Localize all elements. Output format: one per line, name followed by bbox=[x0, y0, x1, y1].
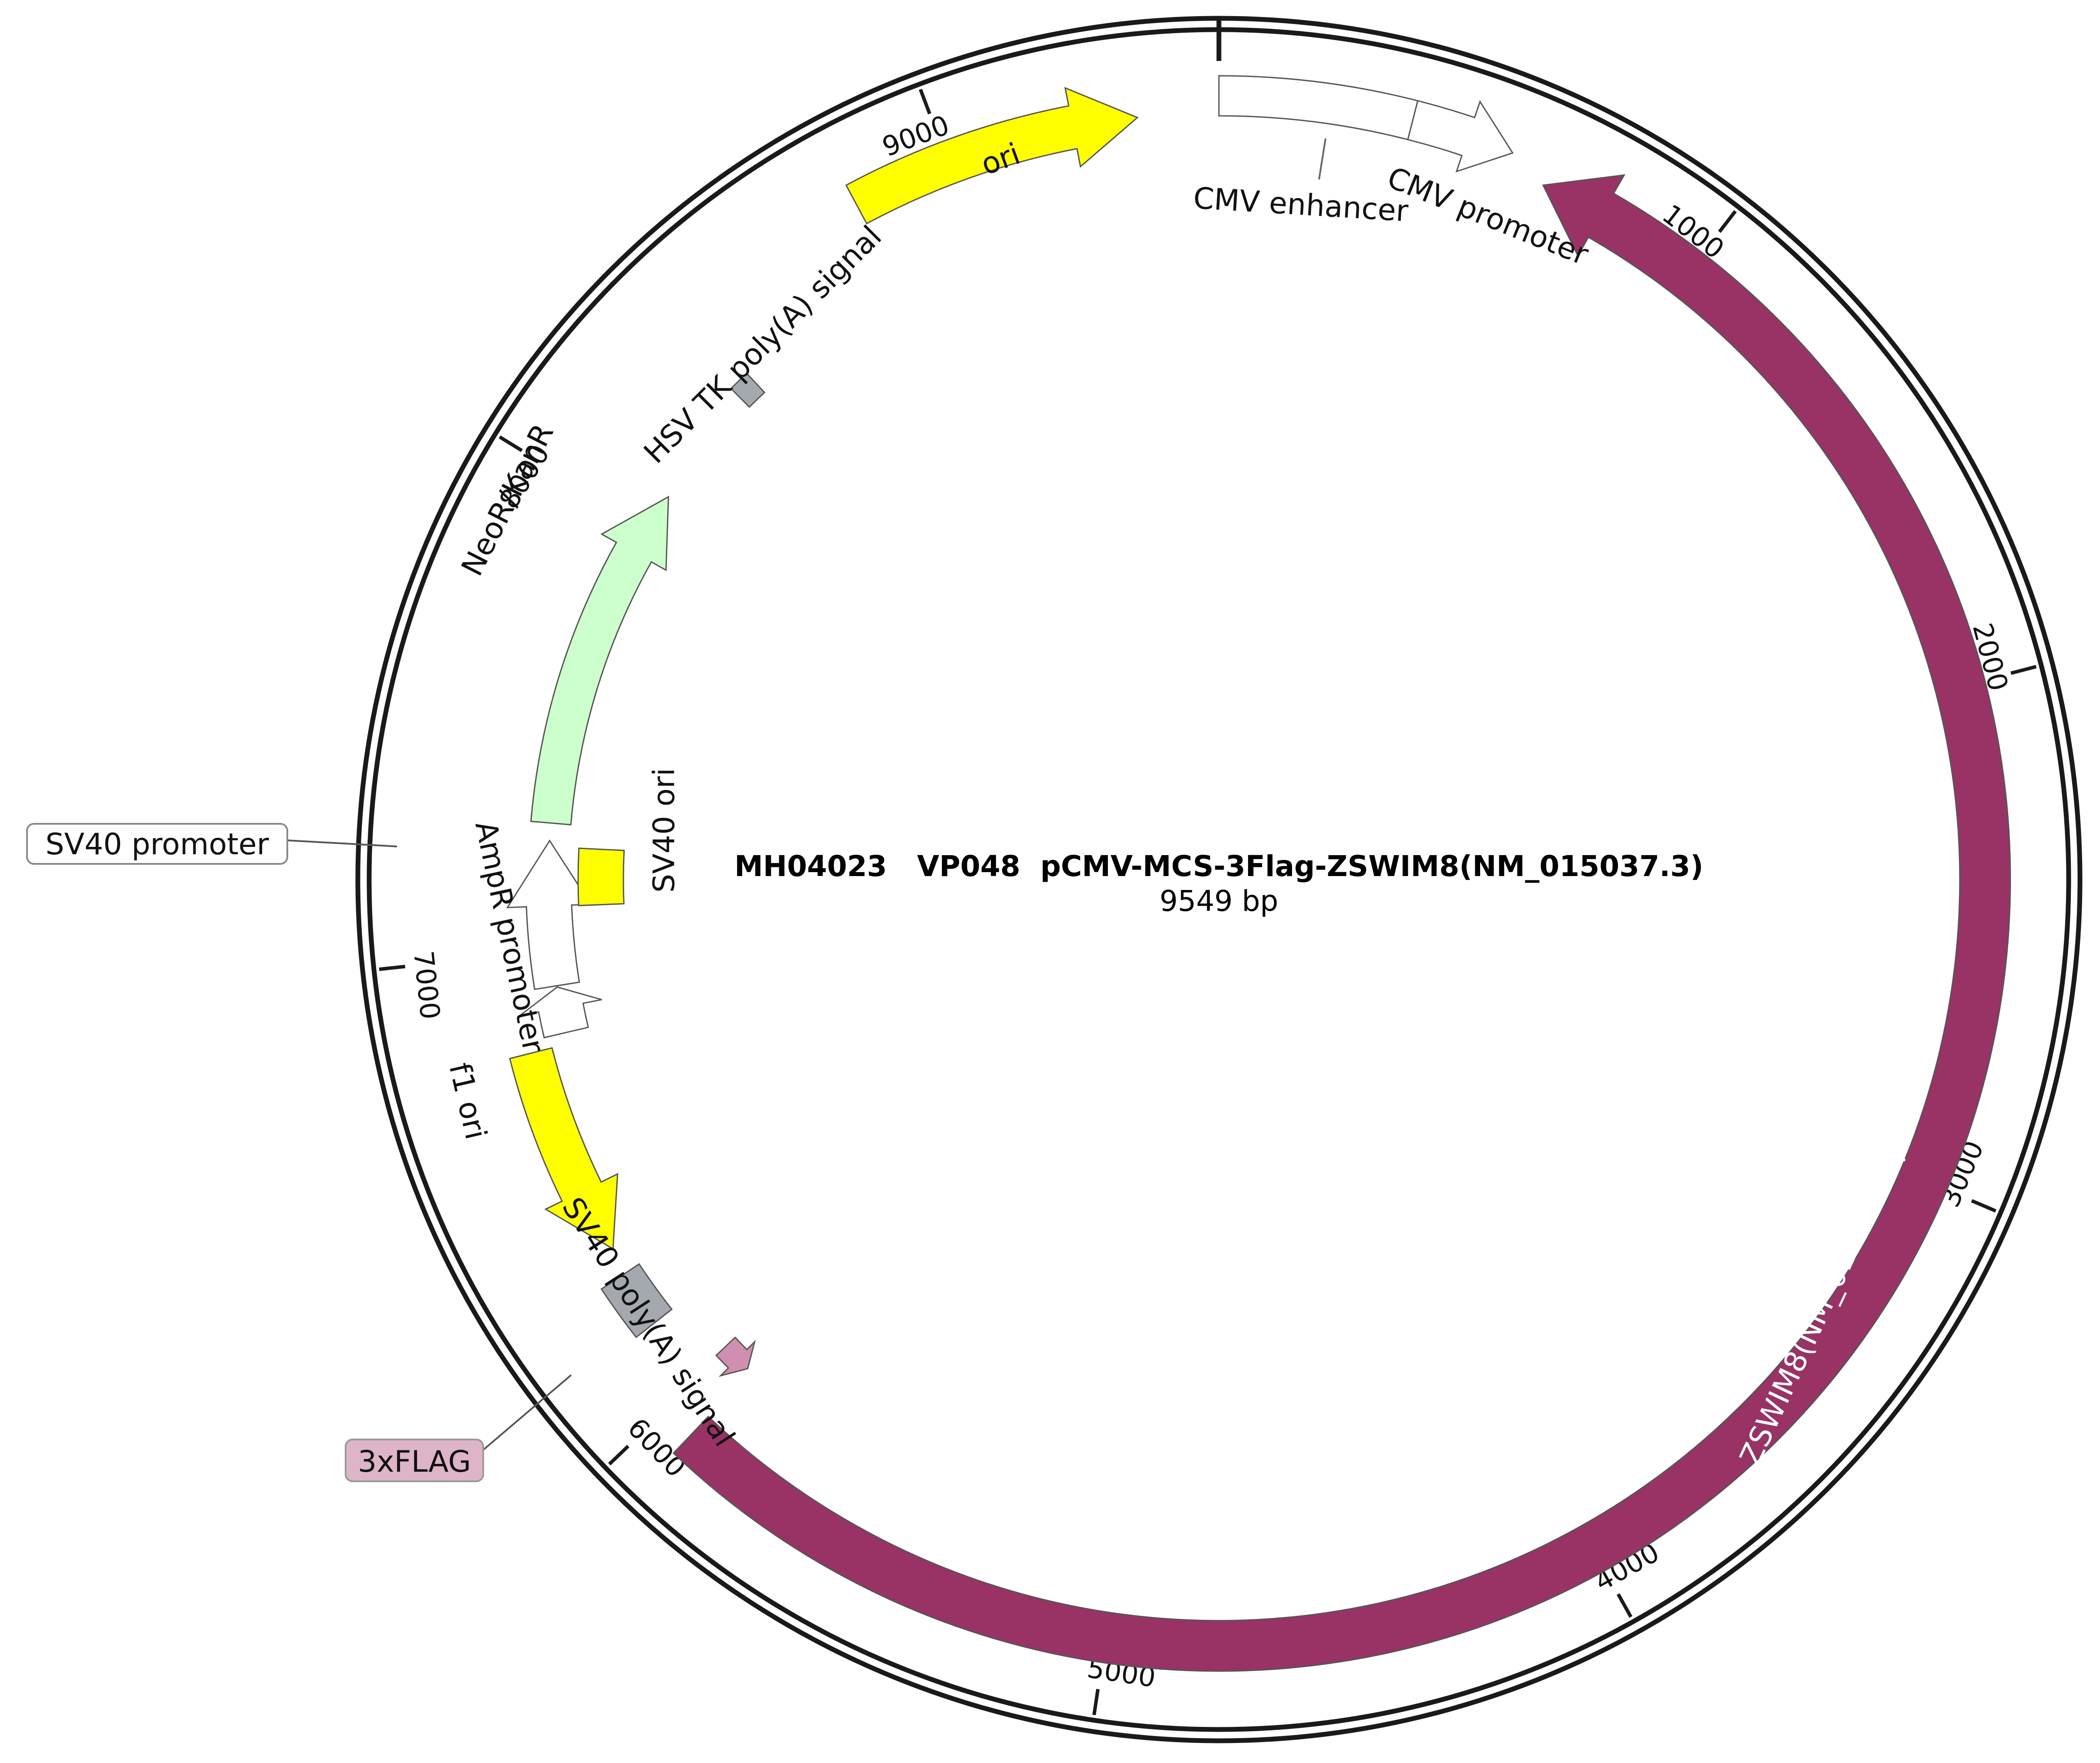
ori-feature bbox=[845, 87, 1139, 225]
callout-box bbox=[345, 1439, 484, 1482]
ampr-promoter-feature bbox=[519, 986, 602, 1038]
sv40-promoter-callout: SV40 promoter bbox=[26, 823, 397, 865]
plasmid-title: MH04023 VP048 pCMV-MCS-3Flag-ZSWIM8(NM_0… bbox=[734, 849, 1703, 883]
plasmid-size: 9549 bp bbox=[1160, 884, 1279, 918]
sv40-ori-feature bbox=[577, 847, 625, 907]
tick-mark bbox=[608, 1445, 629, 1466]
feature-layer bbox=[506, 75, 2011, 1672]
tick-mark bbox=[1971, 1199, 1997, 1213]
f1-ori-feature bbox=[509, 1047, 619, 1250]
cmv-enhancer-label: CMV enhancer bbox=[1192, 181, 1409, 229]
hsv-tk-polya-feature bbox=[730, 372, 766, 408]
callout-leader bbox=[482, 1374, 572, 1451]
tick-label: 7000 bbox=[407, 949, 446, 1021]
f1-ori-label: f1 ori bbox=[442, 1060, 493, 1143]
tick-mark bbox=[1718, 210, 1737, 233]
callout-text: SV40 promoter bbox=[45, 827, 269, 862]
neor-kanr-feature bbox=[530, 496, 670, 826]
cmv-enhancer-leader bbox=[1318, 138, 1326, 180]
cmv-enhancer-feature bbox=[1218, 75, 1419, 141]
cmv-promoter-feature bbox=[1407, 100, 1514, 173]
tick-mark bbox=[1616, 1593, 1632, 1618]
tick-mark bbox=[919, 88, 932, 115]
callout-box bbox=[26, 823, 288, 865]
callout-text: 3xFLAG bbox=[358, 1445, 471, 1479]
backbone-outer-ring bbox=[355, 16, 2083, 1743]
sv40-polya-label: SV40 poly(A) signal bbox=[555, 1191, 741, 1453]
hsv-tk-polya-label: HSV TK poly(A) signal bbox=[637, 219, 888, 471]
sv40-ori-label: SV40 ori bbox=[647, 768, 682, 893]
zswim8-feature bbox=[673, 174, 2011, 1672]
callout-leader bbox=[287, 839, 397, 847]
tick-mark bbox=[498, 435, 523, 452]
tick-mark bbox=[2010, 665, 2037, 675]
sv40-polya-feature bbox=[600, 1263, 673, 1338]
flag-feature bbox=[715, 1336, 756, 1377]
tick-mark bbox=[379, 964, 406, 971]
flag-callout: 3xFLAG bbox=[345, 1374, 572, 1482]
sv40-promoter-feature bbox=[506, 839, 592, 990]
tick-mark bbox=[1092, 1689, 1100, 1716]
